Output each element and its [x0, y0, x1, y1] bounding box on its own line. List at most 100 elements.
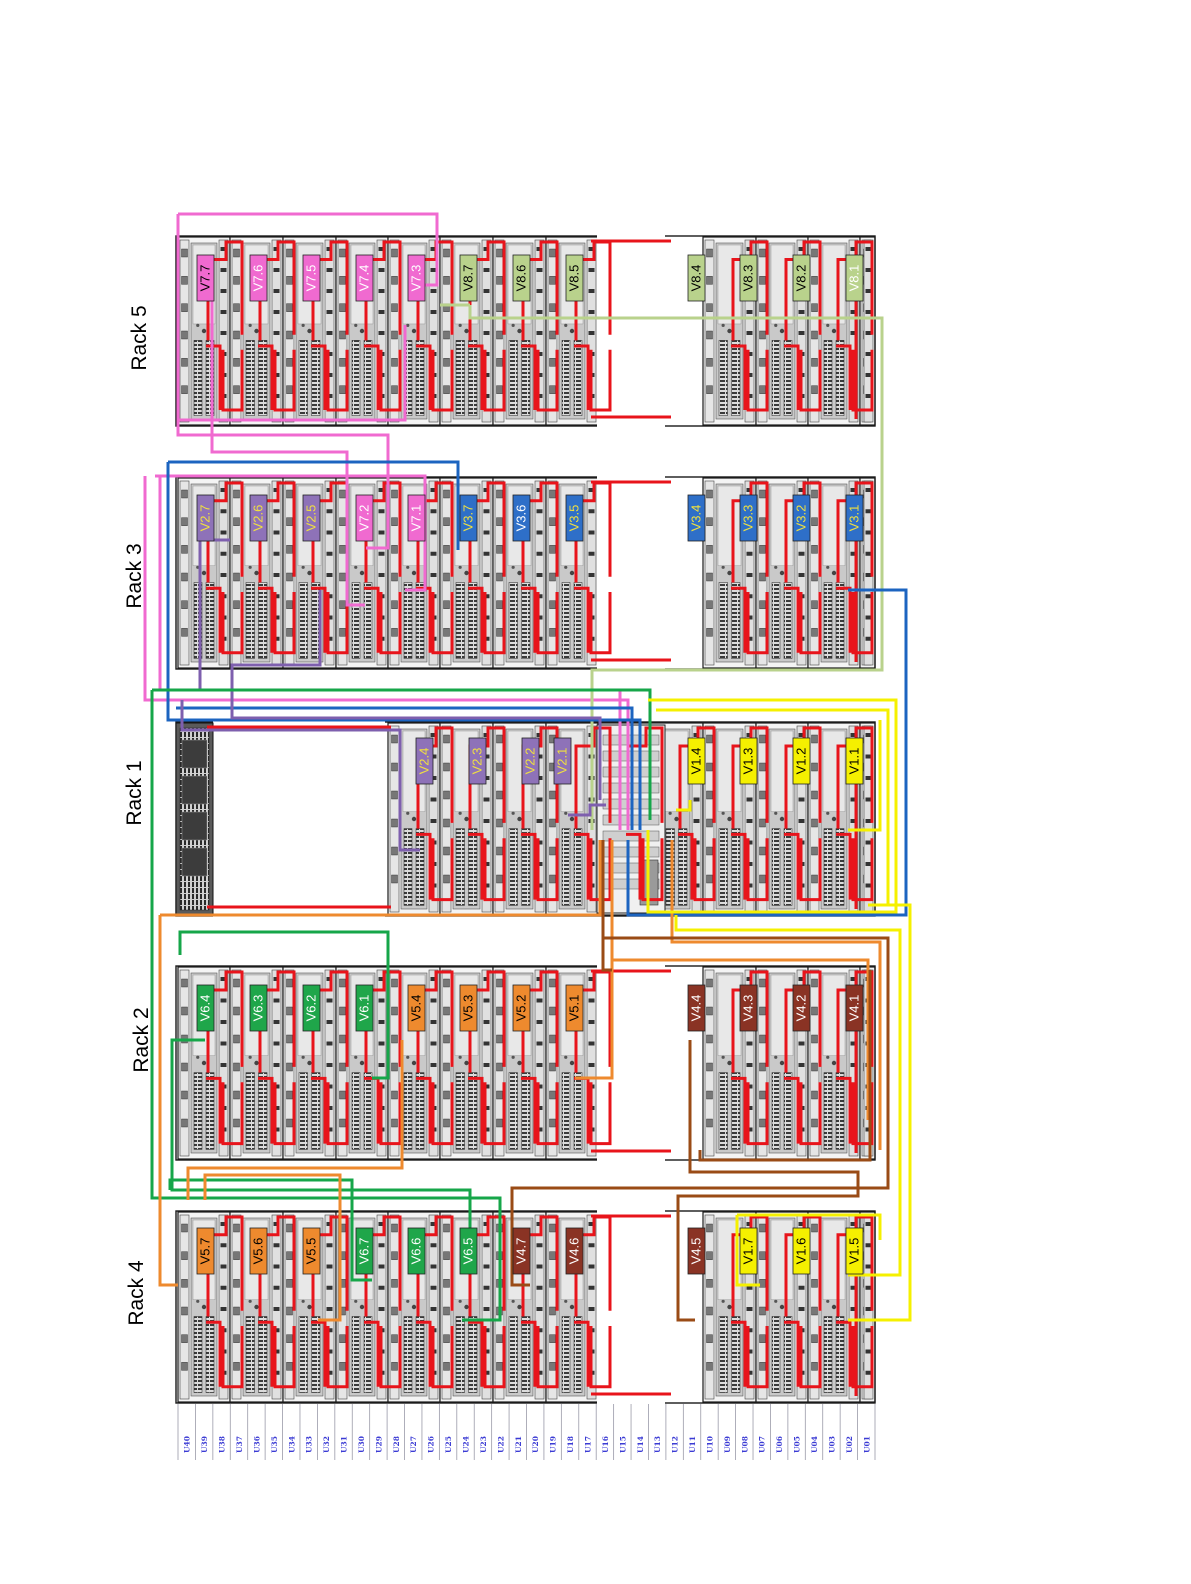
unit-label-badge	[792, 1227, 811, 1275]
unit-label-text: V5.6	[251, 1238, 266, 1265]
unit-label: V5.3	[459, 984, 478, 1032]
unit-label-text: V3.5	[567, 505, 582, 532]
unit-label-badge	[302, 254, 321, 302]
unit-label: V6.2	[302, 984, 321, 1032]
cable	[536, 592, 559, 655]
unit-label-text: V1.1	[847, 748, 862, 775]
unit-label-text: V3.1	[847, 505, 862, 532]
unit-label: V4.4	[687, 984, 706, 1032]
unit-label-badge	[512, 984, 531, 1032]
unit-label-badge	[512, 494, 531, 542]
cable	[799, 349, 822, 412]
unit-label-badge	[512, 1227, 531, 1275]
cable	[731, 240, 769, 341]
unit-scale-label: U18	[566, 1436, 575, 1453]
cable	[574, 726, 612, 829]
cable	[589, 592, 612, 655]
unit-scale-label: U37	[235, 1436, 244, 1453]
cable	[612, 958, 870, 1120]
unit-label-badge	[565, 984, 584, 1032]
unit-scale-label: U22	[496, 1436, 505, 1453]
unit-label-text: V5.2	[514, 995, 529, 1022]
unit-label: V8.4	[687, 254, 706, 302]
unit-scale-label: U39	[200, 1436, 209, 1453]
unit-scale-label: U19	[549, 1436, 558, 1453]
cable	[483, 349, 506, 412]
cable	[521, 344, 537, 410]
cable	[731, 832, 747, 900]
cable	[176, 214, 390, 550]
cable	[521, 1320, 537, 1387]
cable	[258, 1076, 274, 1144]
cable	[731, 586, 747, 653]
unit-label: V6.1	[355, 984, 374, 1032]
cable	[521, 586, 537, 653]
cable	[746, 592, 769, 655]
unit-label-text: V7.6	[251, 265, 266, 292]
cable	[536, 349, 559, 412]
unit-label-text: V7.4	[357, 265, 372, 292]
unit-label-badge	[249, 1227, 268, 1275]
cable	[364, 344, 380, 410]
unit-label: V2.7	[196, 494, 215, 542]
cable	[731, 344, 747, 410]
cable	[379, 1326, 402, 1389]
cable	[416, 1320, 432, 1387]
cable	[221, 349, 244, 412]
cable	[574, 344, 590, 410]
cable	[221, 592, 244, 655]
cable	[221, 1082, 244, 1146]
unit-label: V6.4	[196, 984, 215, 1032]
cable	[784, 344, 800, 410]
cable	[221, 1326, 244, 1389]
unit-label: V4.6	[565, 1227, 584, 1275]
unit-label: V3.6	[512, 494, 531, 542]
cable	[575, 840, 614, 1080]
cable	[468, 344, 484, 410]
unit-label-badge	[845, 1227, 864, 1275]
unit-label-text: V8.7	[461, 265, 476, 292]
cable	[311, 1076, 327, 1144]
unit-scale-label: U03	[827, 1436, 836, 1453]
rack-name: Rack 2	[130, 1007, 153, 1072]
cable	[416, 344, 432, 410]
unit-label-badge	[459, 1227, 478, 1275]
unit-label-text: V8.5	[567, 265, 582, 292]
cable	[784, 970, 822, 1073]
cable	[416, 832, 432, 900]
unit-scale-label: U20	[531, 1436, 540, 1453]
unit-label: V6.7	[355, 1227, 374, 1275]
cable	[589, 349, 612, 412]
cable	[731, 1076, 747, 1144]
tower-server	[175, 722, 214, 916]
unit-label: V7.1	[407, 494, 426, 542]
cable	[799, 592, 822, 655]
cable	[273, 592, 296, 655]
unit-label-text: V4.4	[689, 995, 704, 1022]
cable	[258, 586, 274, 653]
cable	[210, 290, 365, 607]
cable	[848, 720, 882, 832]
unit-scale-label: U38	[218, 1436, 227, 1453]
cable	[176, 706, 634, 830]
unit-label-badge	[407, 494, 426, 542]
cable	[311, 344, 327, 410]
cable	[311, 586, 327, 653]
unit-label-badge	[687, 984, 706, 1032]
unit-label-text: V6.5	[461, 1238, 476, 1265]
unit-label-badge	[355, 984, 374, 1032]
unit-label-text: V7.5	[304, 265, 319, 292]
unit-label-text: V5.3	[461, 995, 476, 1022]
cable	[468, 586, 484, 653]
unit-label: V5.7	[196, 1227, 215, 1275]
cable	[626, 588, 908, 917]
cable	[168, 460, 460, 550]
cable	[784, 1320, 800, 1387]
unit-scale-label: U09	[723, 1436, 732, 1453]
cable	[186, 1040, 404, 1200]
unit-label: V1.5	[845, 1227, 864, 1275]
cable	[656, 708, 890, 905]
cable	[203, 1173, 342, 1322]
unit-label-text: V5.5	[304, 1238, 319, 1265]
